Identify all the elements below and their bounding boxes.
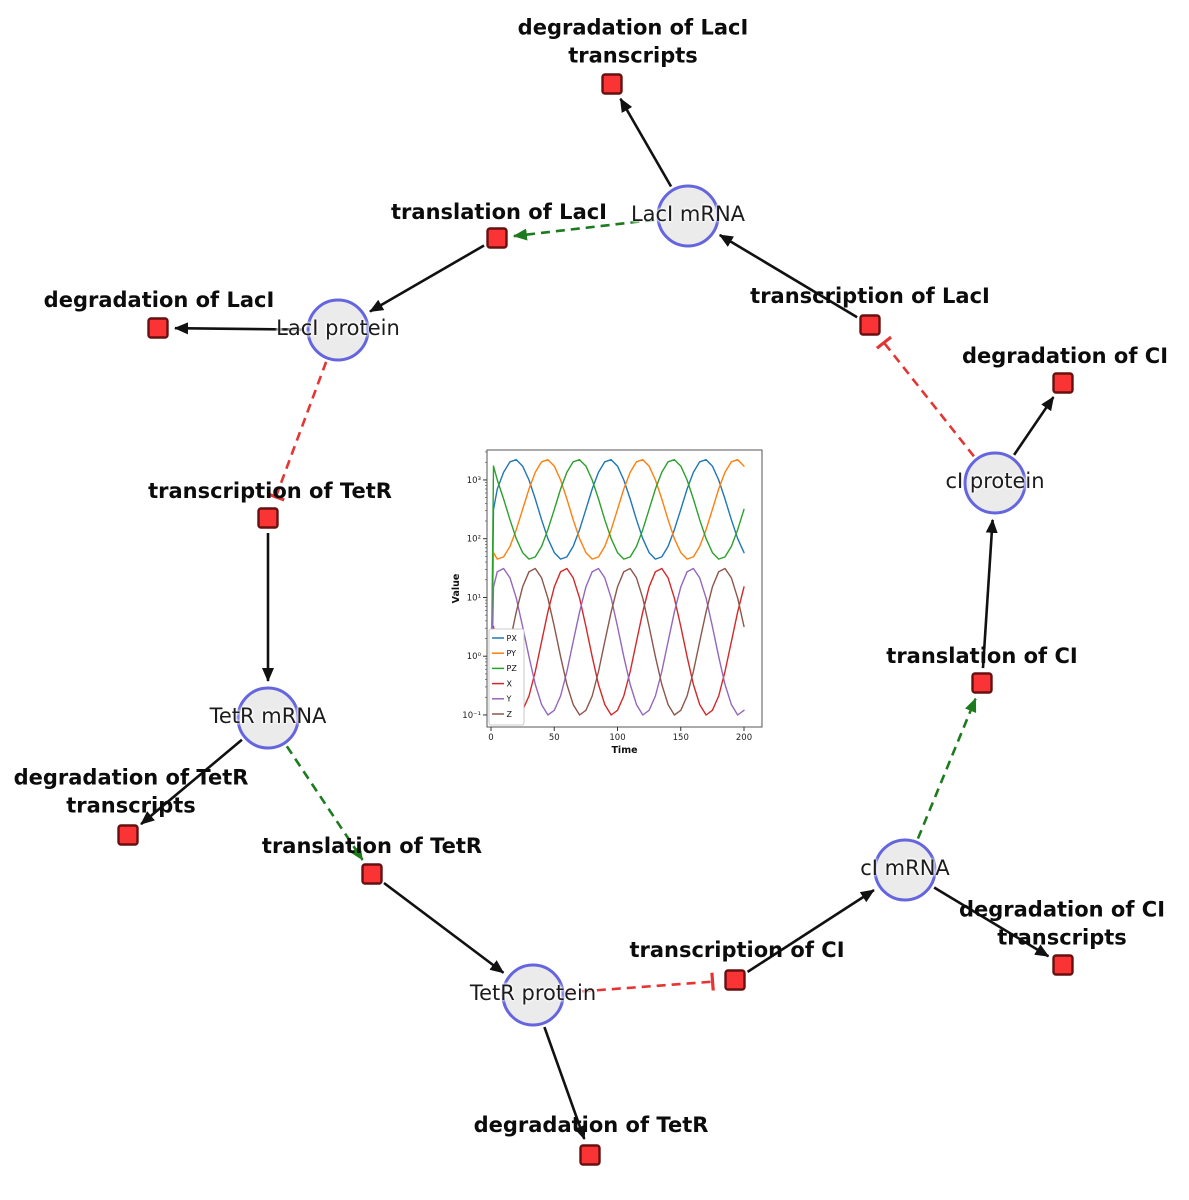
reaction-label-deg-ci-tx: degradation of CI transcripts xyxy=(959,896,1165,951)
reaction-label-translation-tetr: translation of TetR xyxy=(262,833,482,861)
reaction-node-deg-ci[interactable] xyxy=(1052,372,1074,394)
reaction-node-deg-tetr[interactable] xyxy=(579,1144,601,1166)
species-label-ci-protein: cI protein xyxy=(945,469,1045,494)
edge-translation-tetr-to-tetr-protein-production xyxy=(383,881,505,974)
reaction-label-line: transcription of CI xyxy=(629,938,845,963)
nodes-layer xyxy=(117,73,1074,1166)
reaction-label-line: transcripts xyxy=(66,793,196,817)
y-axis-tick-label: 10² xyxy=(467,535,481,545)
reaction-label-transcription-ci: transcription of CI xyxy=(629,937,844,965)
legend-entry-label: PX xyxy=(507,634,518,643)
edge-tetr-mrna-to-deg-tetr-tx-consumption xyxy=(140,738,243,826)
x-axis-tick-label: 100 xyxy=(609,733,625,743)
edge-transcription-laci-to-laci-mrna-production xyxy=(718,233,858,319)
edge-transcription-ci-to-ci-mrna-production xyxy=(746,889,875,973)
reaction-label-deg-ci: degradation of CI xyxy=(962,343,1168,371)
edge-laci-mrna-to-deg-laci-tx-consumption xyxy=(619,97,673,188)
species-node-ci-protein[interactable] xyxy=(963,451,1027,515)
reaction-label-line: transcripts xyxy=(997,925,1127,949)
edge-tetr-mrna-to-translation-tetr-modifier xyxy=(285,745,364,861)
y-axis-label: Value xyxy=(451,574,462,604)
reaction-label-deg-tetr-tx: degradation of TetR transcripts xyxy=(14,764,249,819)
edge-tetr-protein-to-transcription-ci-inhibition xyxy=(566,972,715,994)
species-node-tetr-mrna[interactable] xyxy=(236,686,300,750)
y-axis-tick-label: 10⁻¹ xyxy=(462,711,481,721)
legend-entry-label: X xyxy=(507,679,513,688)
y-axis-tick-label: 10¹ xyxy=(467,593,481,603)
reaction-label-line: translation of TetR xyxy=(261,834,483,859)
chart-series-line-X xyxy=(490,567,745,716)
chart-legend: PX PY PZ XYZ xyxy=(488,628,525,726)
chart-series-line-PZ xyxy=(490,459,745,716)
reaction-label-line: transcription of LacI xyxy=(750,284,990,309)
legend-entry-label: Z xyxy=(507,710,513,719)
y-axis-tick-label: 10³ xyxy=(467,476,481,486)
reaction-label-deg-laci: degradation of LacI xyxy=(44,287,275,315)
reaction-label-transcription-laci: transcription of LacI xyxy=(750,283,990,311)
edge-translation-ci-to-ci-protein-production xyxy=(981,518,998,669)
reaction-label-translation-ci: translation of CI xyxy=(886,643,1077,671)
x-axis-tick-label: 200 xyxy=(736,733,752,743)
edge-laci-protein-to-deg-laci-consumption xyxy=(173,322,305,335)
reaction-node-transcription-laci[interactable] xyxy=(859,314,881,336)
edge-ci-mrna-to-deg-ci-tx-consumption xyxy=(933,886,1050,958)
species-node-ci-mrna[interactable] xyxy=(873,838,937,902)
reaction-label-line: degradation of CI xyxy=(961,344,1169,369)
reaction-label-line: translation of CI xyxy=(886,644,1078,669)
chart-series-line-Z xyxy=(490,567,745,716)
species-node-tetr-protein[interactable] xyxy=(501,963,565,1027)
reaction-node-deg-laci[interactable] xyxy=(147,317,169,339)
edges-layer xyxy=(140,97,1055,1140)
species-node-laci-mrna[interactable] xyxy=(656,184,720,248)
edge-ci-protein-to-transcription-laci-inhibition xyxy=(875,335,975,458)
y-axis-tick-label: 10⁰ xyxy=(467,652,482,662)
species-label-tetr-mrna: TetR mRNA xyxy=(209,704,327,729)
reaction-label-line: degradation of CI xyxy=(958,897,1166,922)
reaction-label-line: degradation of TetR xyxy=(473,1113,709,1138)
reaction-label-deg-laci-tx: degradation of LacI transcripts xyxy=(518,14,749,69)
species-label-tetr-protein: TetR protein xyxy=(469,981,597,1006)
x-axis-tick-label: 0 xyxy=(488,733,493,743)
edge-laci-mrna-to-translation-laci-modifier xyxy=(512,218,655,241)
legend-entry-label: PY xyxy=(507,649,517,658)
legend-entry-label: Y xyxy=(506,695,512,704)
reaction-node-deg-laci-tx[interactable] xyxy=(601,73,623,95)
reaction-node-transcription-tetr[interactable] xyxy=(257,507,279,529)
edge-ci-protein-to-deg-ci-consumption xyxy=(1013,396,1055,456)
edge-translation-laci-to-laci-protein-production xyxy=(369,244,485,313)
reaction-label-line: transcription of TetR xyxy=(148,479,392,504)
reaction-node-transcription-ci[interactable] xyxy=(724,969,746,991)
x-axis-label: Time xyxy=(611,745,637,756)
legend-entry-label: PZ xyxy=(507,664,518,673)
chart-series-line-PY xyxy=(490,459,745,716)
species-label-laci-mrna: LacI mRNA xyxy=(630,202,746,227)
reaction-label-line: degradation of TetR xyxy=(13,765,249,790)
reaction-node-translation-laci[interactable] xyxy=(486,227,508,249)
species-label-laci-protein: LacI protein xyxy=(276,316,400,341)
reaction-node-deg-tetr-tx[interactable] xyxy=(117,824,139,846)
reaction-node-deg-ci-tx[interactable] xyxy=(1052,954,1074,976)
reaction-label-line: degradation of LacI xyxy=(517,15,749,40)
edge-ci-mrna-to-translation-ci-modifier xyxy=(916,697,977,840)
species-node-laci-protein[interactable] xyxy=(306,298,370,362)
reaction-label-line: transcripts xyxy=(568,43,698,67)
x-axis-tick-label: 50 xyxy=(549,733,560,743)
reaction-label-transcription-tetr: transcription of TetR xyxy=(148,478,392,506)
chart-series-line-Y xyxy=(490,567,745,716)
reaction-label-deg-tetr: degradation of TetR xyxy=(474,1112,709,1140)
reaction-label-line: translation of LacI xyxy=(391,200,607,225)
x-axis-tick-label: 150 xyxy=(673,733,689,743)
reaction-node-translation-ci[interactable] xyxy=(971,672,993,694)
reaction-label-translation-laci: translation of LacI xyxy=(391,199,607,227)
reaction-node-translation-tetr[interactable] xyxy=(361,863,383,885)
reaction-label-line: degradation of LacI xyxy=(43,288,275,313)
chart-series-line-PX xyxy=(490,459,745,716)
species-label-ci-mrna: cI mRNA xyxy=(860,856,950,881)
edge-tetr-protein-to-deg-tetr-consumption xyxy=(543,1026,586,1140)
edge-laci-protein-to-transcription-tetr-inhibition xyxy=(266,361,328,502)
